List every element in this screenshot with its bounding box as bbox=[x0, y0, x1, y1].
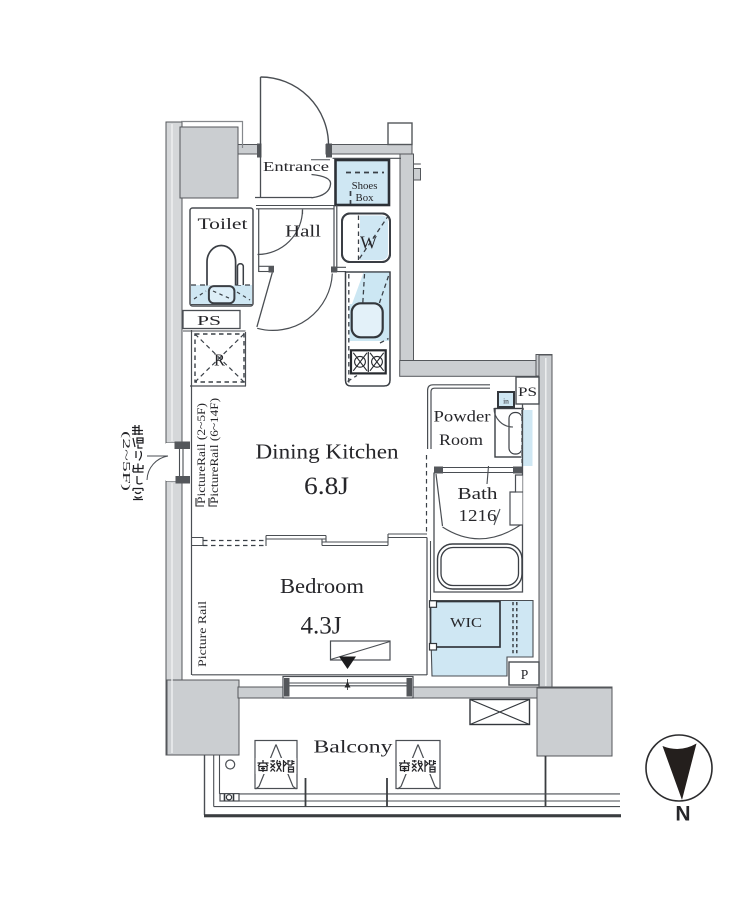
svg-text:Shoes: Shoes bbox=[352, 180, 378, 192]
svg-text:1216: 1216 bbox=[459, 506, 497, 525]
svg-text:Bedroom: Bedroom bbox=[280, 574, 364, 598]
svg-text:Room: Room bbox=[439, 432, 483, 449]
svg-text:(2~5F): (2~5F) bbox=[120, 431, 131, 492]
svg-text:Entrance: Entrance bbox=[263, 160, 329, 175]
svg-text:6.8J: 6.8J bbox=[304, 473, 349, 500]
svg-text:R: R bbox=[214, 351, 225, 370]
svg-text:PS: PS bbox=[518, 385, 537, 399]
svg-text:Balcony: Balcony bbox=[314, 737, 393, 757]
svg-text:PS: PS bbox=[197, 314, 221, 329]
svg-text:Powder: Powder bbox=[434, 409, 492, 426]
svg-text:W: W bbox=[360, 233, 377, 253]
svg-text:WIC: WIC bbox=[450, 615, 482, 630]
svg-text:PictureRail (2~5F): PictureRail (2~5F) bbox=[196, 403, 208, 504]
svg-text:Picture Rail: Picture Rail bbox=[197, 601, 209, 667]
svg-text:Dining Kitchen: Dining Kitchen bbox=[256, 440, 399, 464]
svg-text:N: N bbox=[675, 803, 690, 826]
svg-text:Box: Box bbox=[356, 192, 375, 204]
svg-text:in: in bbox=[503, 397, 509, 406]
svg-text:Bath: Bath bbox=[458, 484, 499, 503]
svg-text:Toilet: Toilet bbox=[198, 216, 249, 233]
svg-text:P: P bbox=[521, 667, 529, 682]
svg-text:PictureRail (6~14F): PictureRail (6~14F) bbox=[209, 398, 221, 504]
svg-text:4.3J: 4.3J bbox=[301, 613, 342, 640]
svg-text:Hall: Hall bbox=[285, 222, 322, 241]
